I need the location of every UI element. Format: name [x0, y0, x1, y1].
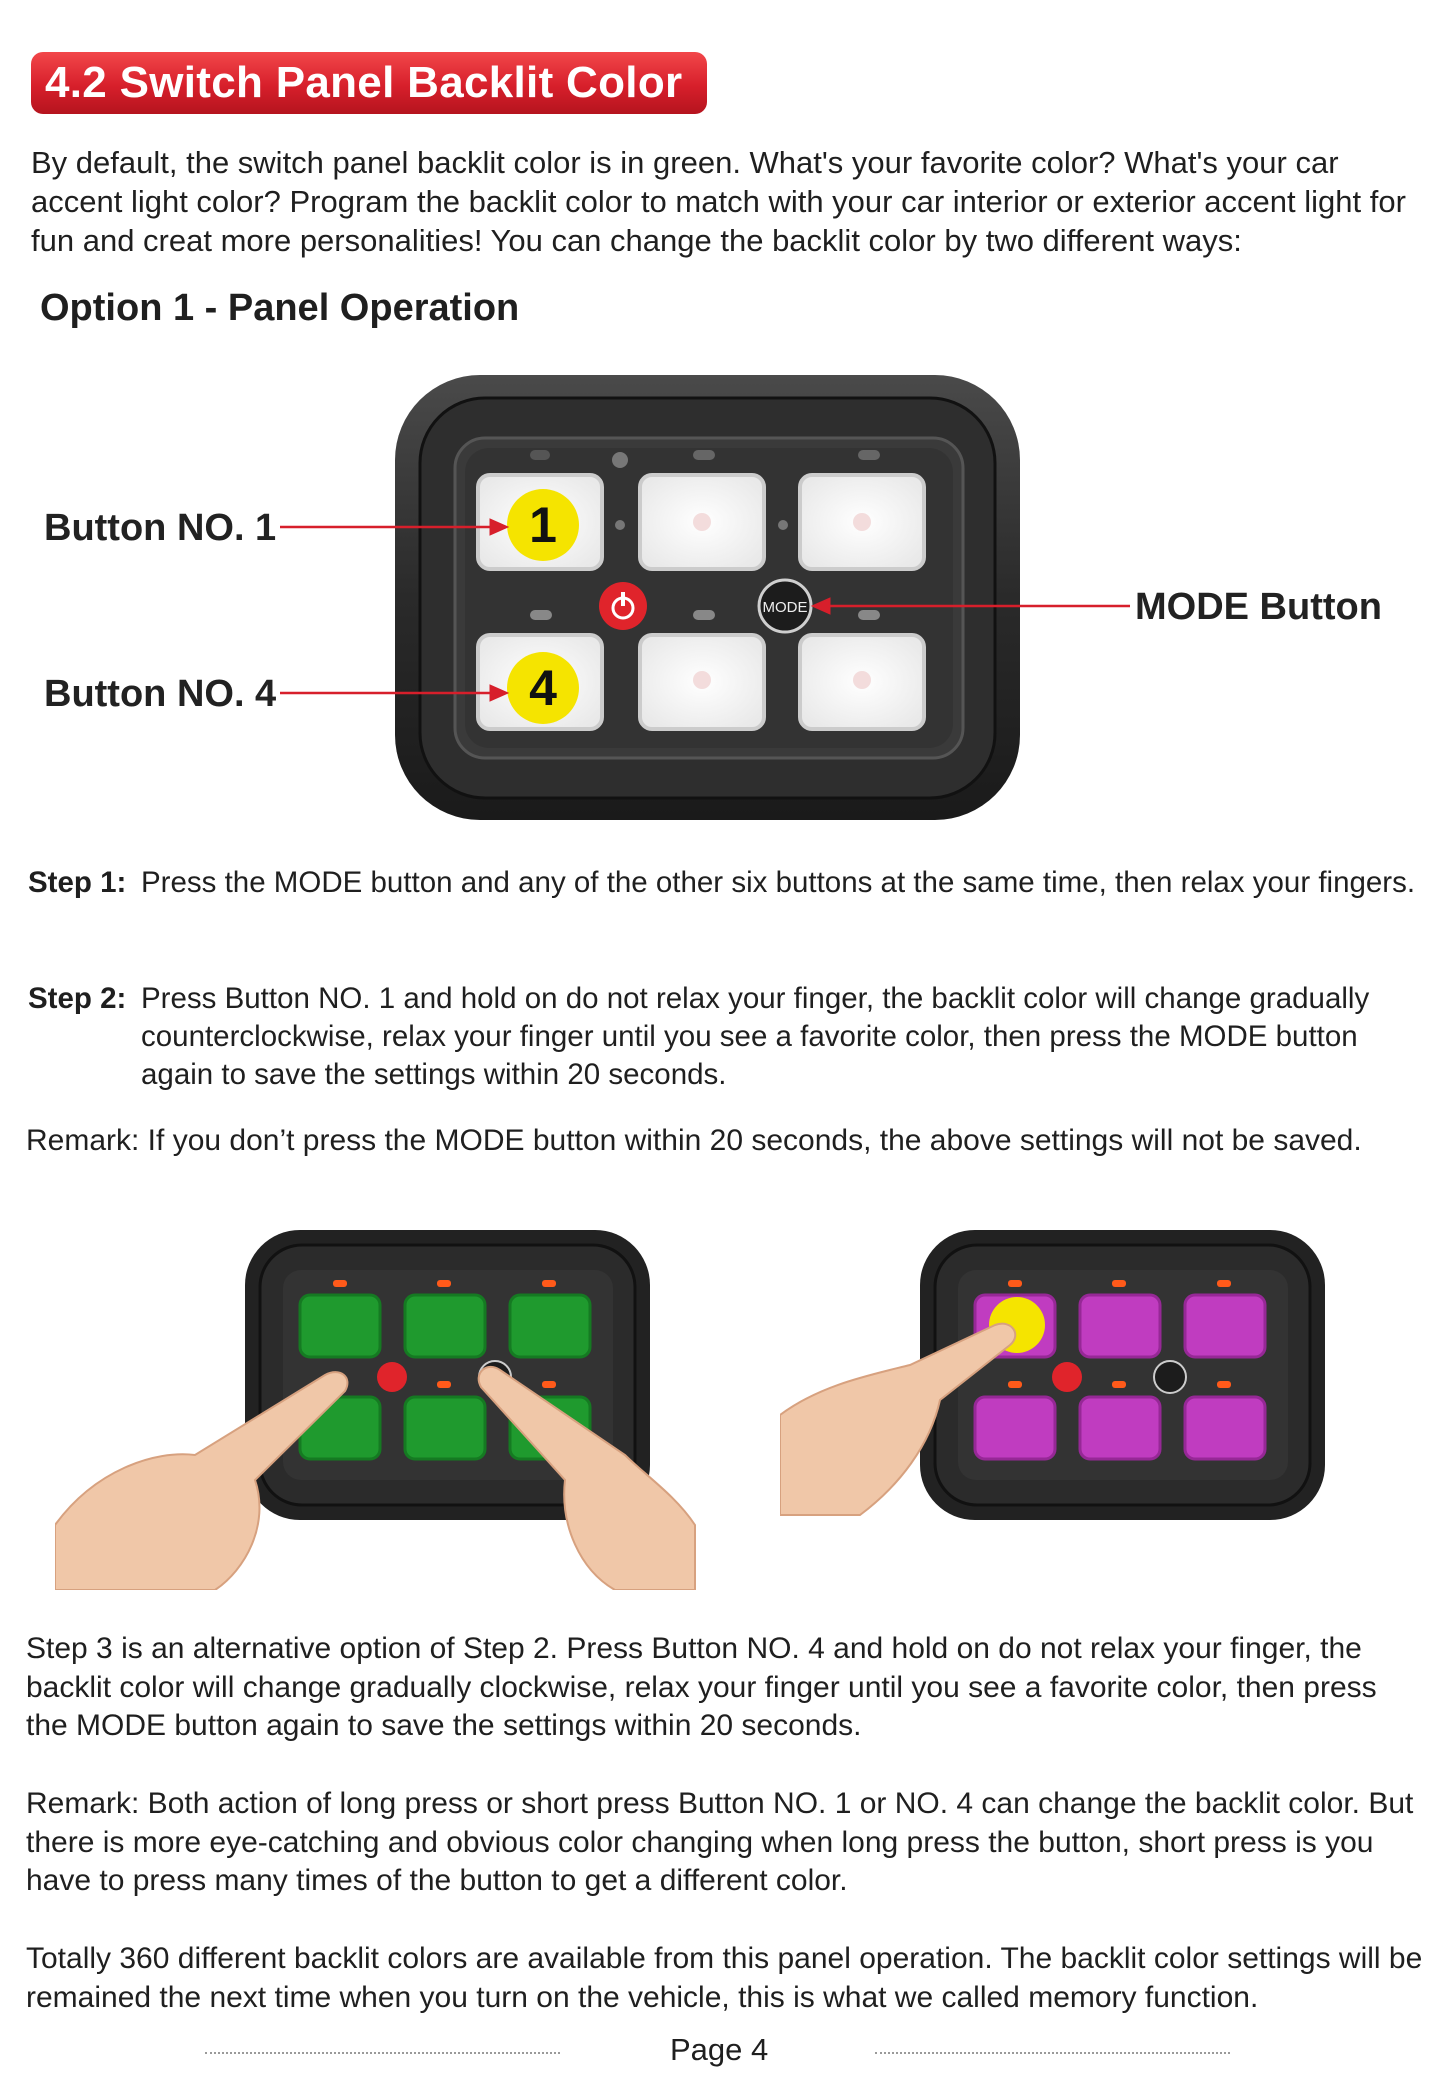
green-panel-photo: [55, 1230, 696, 1590]
remark-2-paragraph: Remark: Both action of long press or sho…: [26, 1787, 1414, 1897]
svg-text:4: 4: [529, 660, 557, 716]
callout-button-1: Button NO. 1: [44, 507, 276, 549]
purple-panel-photo: [780, 1230, 1325, 1520]
svg-text:1: 1: [529, 497, 557, 553]
remark-1: Remark: If you don’t press the MODE butt…: [26, 1124, 1362, 1157]
switch-panel-diagram: MODE 1 4 Button NO. 1 Button NO. 4 MODE …: [44, 375, 1382, 820]
mode-button-text: MODE: [763, 599, 808, 616]
power-button: [599, 582, 647, 630]
panel-button-2: [638, 473, 766, 571]
arrow-button-4: [280, 684, 510, 702]
option-heading: Option 1 - Panel Operation: [40, 287, 520, 329]
callout-mode-button: MODE Button: [1135, 586, 1382, 628]
panel-button-6: [798, 633, 926, 731]
panel-button-5: [638, 633, 766, 731]
step-3-paragraph: Step 3 is an alternative option of Step …: [26, 1632, 1377, 1742]
arrow-mode-button: [810, 597, 1130, 615]
badge-1: 1: [507, 489, 579, 561]
intro-paragraph: By default, the switch panel backlit col…: [31, 145, 1406, 258]
closing-paragraph: Totally 360 different backlit colors are…: [26, 1942, 1423, 2014]
footer-rule-left: [205, 2052, 560, 2054]
step-1-label: Step 1:: [28, 866, 127, 899]
callout-button-4: Button NO. 4: [44, 673, 276, 715]
mode-button-graphic: MODE: [757, 578, 813, 634]
step-1: Step 1: Press the MODE button and any of…: [28, 864, 1428, 902]
step-2: Step 2: Press Button NO. 1 and hold on d…: [28, 980, 1428, 1094]
page-number: Page 4: [670, 2032, 769, 2067]
step-2-label: Step 2:: [28, 982, 127, 1015]
section-title: 4.2 Switch Panel Backlit Color: [31, 52, 707, 114]
footer-rule-right: [875, 2052, 1230, 2054]
step-2-text: Press Button NO. 1 and hold on do not re…: [141, 982, 1370, 1091]
panel-button-3: [798, 473, 926, 571]
badge-4: 4: [507, 652, 579, 724]
arrow-button-1: [280, 518, 510, 536]
step-1-text: Press the MODE button and any of the oth…: [141, 866, 1416, 899]
